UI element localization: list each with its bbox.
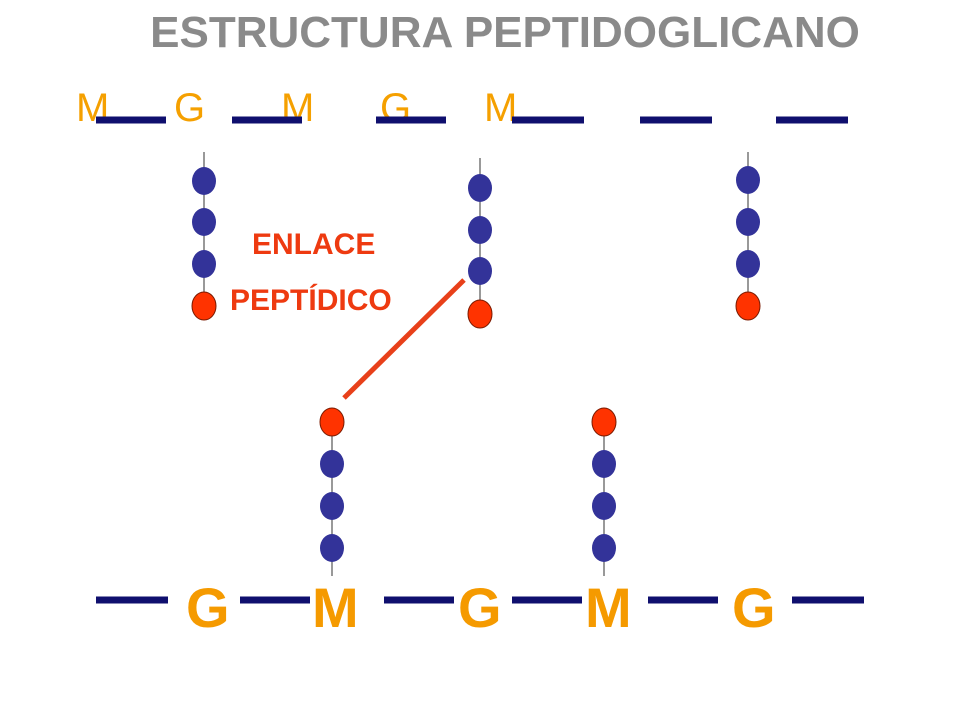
terminal-amino-acid [591,407,617,437]
top-sugar-g-1: G [174,86,206,130]
peptide-crosslink [342,278,466,400]
amino-acid [592,534,616,562]
top-peptide-chain-2 [467,158,493,329]
top-peptide-chain-1 [191,152,217,321]
bottom-peptide-chain-1 [319,407,345,576]
amino-acid [468,257,492,285]
terminal-amino-acid [735,291,761,321]
amino-acid [468,174,492,202]
bottom-sugar-g-1: G [186,576,230,639]
bottom-sugar-m-1: M [312,576,359,639]
link-label-line1: ENLACE [252,228,376,261]
amino-acid [592,492,616,520]
bottom-sugar-g-3: G [732,576,776,639]
top-sugar-m-3: M [484,86,518,130]
diagram-title: ESTRUCTURA PEPTIDOGLICANO [150,8,860,57]
bottom-sugar-m-2: M [585,576,632,639]
amino-acid [320,450,344,478]
amino-acid [736,208,760,236]
amino-acid [320,492,344,520]
amino-acid [192,250,216,278]
amino-acid [192,167,216,195]
amino-acid [736,250,760,278]
bottom-sugar-g-2: G [458,576,502,639]
bottom-peptide-chain-2 [591,407,617,576]
link-label-line2: PEPTÍDICO [230,284,392,317]
amino-acid [736,166,760,194]
amino-acid [320,534,344,562]
terminal-amino-acid [191,291,217,321]
amino-acid [592,450,616,478]
amino-acid [192,208,216,236]
amino-acid [468,216,492,244]
terminal-amino-acid [467,299,493,329]
top-peptide-chain-3 [735,152,761,321]
terminal-amino-acid [319,407,345,437]
